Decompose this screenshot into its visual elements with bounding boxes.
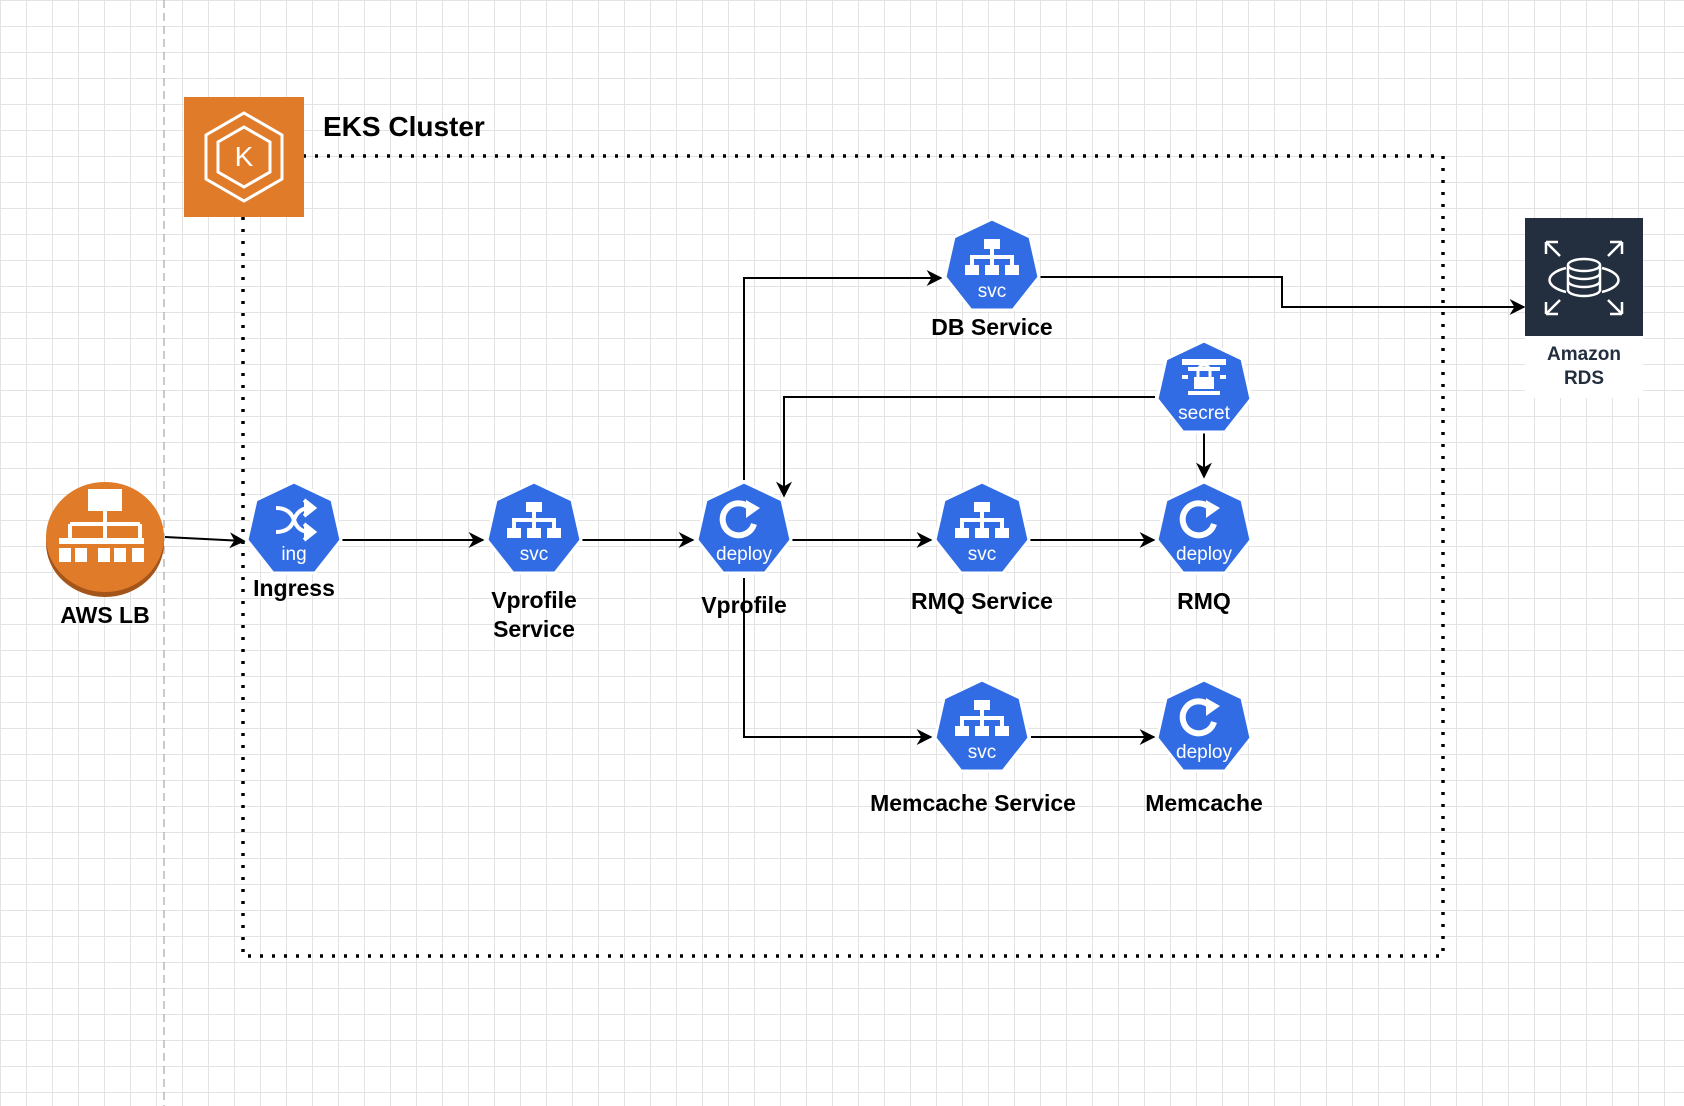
service-icon — [965, 239, 1019, 275]
svg-text:K: K — [235, 141, 254, 172]
secret-badge: secret — [1178, 403, 1230, 424]
memcache-label: Memcache — [1145, 790, 1263, 816]
memcache-node[interactable]: deploy — [1155, 678, 1253, 773]
edge-lb-ingress — [164, 532, 246, 549]
rmq-service-label: RMQ Service — [911, 588, 1053, 614]
vprofile-badge: deploy — [716, 544, 772, 565]
service-icon — [507, 502, 561, 538]
rmq-service-badge: svc — [968, 544, 997, 565]
edge-db-service-rds — [1040, 276, 1526, 315]
ingress-badge: ing — [281, 544, 306, 565]
vprofile-label: Vprofile — [701, 592, 787, 618]
rmq-label: RMQ — [1177, 588, 1231, 614]
db-service-label: DB Service — [931, 314, 1052, 340]
deployment-icon — [1179, 500, 1220, 539]
secret-icon — [1182, 359, 1226, 395]
deployment-icon — [1179, 698, 1220, 737]
memcache-service-badge: svc — [968, 742, 997, 763]
vprofile-service-label-line2: Service — [493, 616, 575, 642]
memcache-badge: deploy — [1176, 742, 1232, 763]
rmq-node[interactable]: deploy — [1155, 480, 1253, 575]
ingress-icon — [275, 498, 318, 542]
memcache-service-node[interactable]: svc — [933, 678, 1031, 773]
vprofile-node[interactable]: deploy — [695, 480, 793, 575]
edge-vprofile-memcache-service — [743, 578, 933, 745]
aws-lb-label: AWS LB — [60, 602, 149, 628]
service-icon — [955, 502, 1009, 538]
vprofile-service-node[interactable]: svc — [485, 480, 583, 575]
db-service-node[interactable]: svc — [943, 217, 1041, 312]
ingress-node[interactable]: ing — [245, 480, 343, 575]
amazon-rds-label-line1: Amazon — [1547, 344, 1621, 365]
eks-icon[interactable]: K — [184, 97, 304, 217]
load-balancer-icon — [59, 489, 144, 562]
eks-cluster-boundary[interactable] — [241, 154, 1445, 958]
vprofile-service-badge: svc — [520, 544, 549, 565]
deployment-icon — [719, 500, 760, 539]
amazon-rds-node[interactable] — [1525, 218, 1643, 398]
rmq-service-node[interactable]: svc — [933, 480, 1031, 575]
secret-node[interactable]: secret — [1155, 339, 1253, 434]
cluster-title: EKS Cluster — [323, 111, 485, 142]
vprofile-service-label-line1: Vprofile — [491, 587, 577, 613]
rmq-badge: deploy — [1176, 544, 1232, 565]
edge-secret-vprofile — [776, 396, 1155, 498]
rds-icon — [1544, 240, 1624, 316]
aws-lb-node[interactable] — [46, 482, 164, 597]
db-service-badge: svc — [978, 281, 1007, 302]
ingress-label: Ingress — [253, 575, 335, 601]
edge-vprofile-db-service — [743, 270, 943, 480]
connectors — [164, 270, 1526, 745]
memcache-service-label: Memcache Service — [870, 790, 1076, 816]
amazon-rds-label-line2: RDS — [1564, 368, 1604, 389]
service-icon — [955, 700, 1009, 736]
